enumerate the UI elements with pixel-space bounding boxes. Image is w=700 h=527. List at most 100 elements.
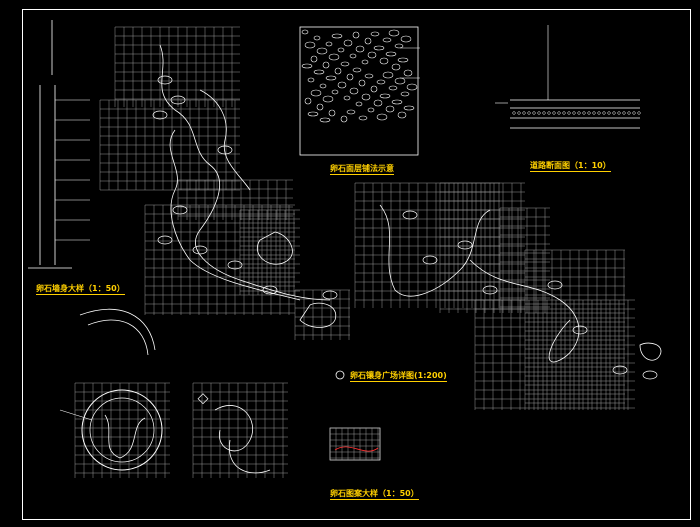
paving-sample-frame bbox=[299, 26, 419, 156]
road-aggregate bbox=[522, 111, 526, 115]
grid-lines bbox=[439, 182, 525, 313]
road-aggregate bbox=[597, 111, 601, 115]
pebble bbox=[379, 57, 389, 65]
pebble bbox=[379, 93, 391, 99]
pebble bbox=[373, 45, 385, 51]
pebble bbox=[391, 99, 403, 105]
pebble bbox=[400, 91, 410, 97]
pebble bbox=[304, 97, 312, 105]
small-panel-curve bbox=[334, 446, 379, 452]
road-aggregate bbox=[602, 111, 606, 115]
stone-marker bbox=[572, 325, 588, 335]
road-layers bbox=[510, 99, 640, 129]
pebble bbox=[331, 33, 343, 39]
pebble bbox=[346, 73, 354, 81]
stone-marker bbox=[152, 110, 168, 120]
pebble bbox=[352, 31, 360, 39]
pebble bbox=[328, 109, 336, 117]
road-aggregate bbox=[617, 111, 621, 115]
road-aggregate bbox=[517, 111, 521, 115]
pebble bbox=[373, 99, 383, 107]
stone-marker bbox=[402, 210, 418, 220]
pebble bbox=[343, 39, 353, 47]
stone-marker bbox=[157, 235, 173, 245]
pattern-detail-circle bbox=[59, 382, 170, 478]
approach-path bbox=[79, 308, 156, 351]
pebble bbox=[349, 53, 357, 59]
road-aggregate bbox=[532, 111, 536, 115]
circle-pattern-motif bbox=[104, 414, 146, 459]
pebble bbox=[307, 111, 319, 117]
pebble bbox=[370, 31, 380, 37]
pebble bbox=[331, 89, 339, 95]
pebble bbox=[319, 117, 331, 123]
diamond-marker bbox=[197, 393, 209, 405]
grid-lines bbox=[239, 209, 300, 295]
pebble bbox=[340, 61, 350, 67]
circle-pattern-outer bbox=[81, 389, 163, 471]
stone-marker bbox=[262, 285, 278, 295]
road-aggregate bbox=[552, 111, 556, 115]
title-underline bbox=[36, 294, 125, 295]
title-wall-detail-text: 卵石墙身大样（1：50） bbox=[36, 284, 125, 293]
pebble bbox=[340, 115, 348, 123]
stone-marker bbox=[192, 245, 208, 255]
road-aggregate bbox=[572, 111, 576, 115]
title-underline bbox=[330, 174, 394, 175]
stone-marker bbox=[217, 145, 233, 155]
grid-lines bbox=[74, 382, 170, 478]
pebble bbox=[394, 77, 406, 85]
title-road-section-text: 道路断面图（1：10） bbox=[530, 161, 611, 170]
plaza-grid bbox=[99, 26, 635, 410]
title-plaza-plan: 卵石镶身广场详图(1:200) bbox=[350, 370, 447, 382]
pebble bbox=[352, 67, 362, 73]
paving-outline bbox=[469, 259, 580, 363]
pebble bbox=[325, 41, 333, 47]
pebble bbox=[337, 47, 345, 53]
road-aggregate bbox=[622, 111, 626, 115]
road-aggregate bbox=[562, 111, 566, 115]
grid-lines bbox=[329, 427, 380, 460]
title-road-section: 道路断面图（1：10） bbox=[530, 160, 611, 172]
pebble bbox=[322, 61, 330, 69]
title-underline bbox=[350, 381, 447, 382]
stone-marker bbox=[170, 95, 186, 105]
road-aggregate bbox=[627, 111, 631, 115]
pebble bbox=[370, 85, 378, 93]
stone-marker bbox=[172, 205, 188, 215]
paving-outline bbox=[639, 342, 662, 361]
pebble bbox=[385, 105, 395, 113]
grid-lines bbox=[144, 204, 295, 315]
pebble bbox=[376, 79, 386, 85]
grid-lines bbox=[474, 299, 635, 410]
road-aggregate bbox=[537, 111, 541, 115]
pebble bbox=[403, 69, 413, 77]
road-aggregate bbox=[512, 111, 516, 115]
grid-lines bbox=[192, 382, 288, 478]
pebble bbox=[322, 95, 334, 103]
pebble bbox=[313, 35, 321, 41]
stone-marker bbox=[227, 260, 243, 270]
pebble bbox=[394, 43, 404, 49]
fish-pattern-motif bbox=[214, 405, 271, 474]
pebble bbox=[355, 101, 363, 107]
road-aggregate bbox=[527, 111, 531, 115]
pebble bbox=[358, 79, 366, 87]
pebble bbox=[385, 51, 397, 57]
title-paving-method-text: 卵石面层铺法示意 bbox=[330, 164, 394, 173]
paving-outline bbox=[257, 231, 293, 265]
small-detail-panel bbox=[329, 427, 381, 461]
pebble bbox=[361, 59, 369, 65]
drawing-frame bbox=[22, 9, 691, 520]
road-section-detail bbox=[495, 25, 641, 129]
small-panel-frame bbox=[329, 427, 381, 461]
pebble bbox=[364, 73, 374, 79]
pebble bbox=[316, 103, 324, 111]
pebble bbox=[301, 63, 313, 69]
title-underline bbox=[530, 171, 611, 172]
pebble bbox=[397, 111, 407, 119]
pebble bbox=[334, 67, 342, 75]
pebble bbox=[388, 85, 398, 91]
pebble bbox=[310, 55, 318, 63]
stone-marker bbox=[482, 285, 498, 295]
